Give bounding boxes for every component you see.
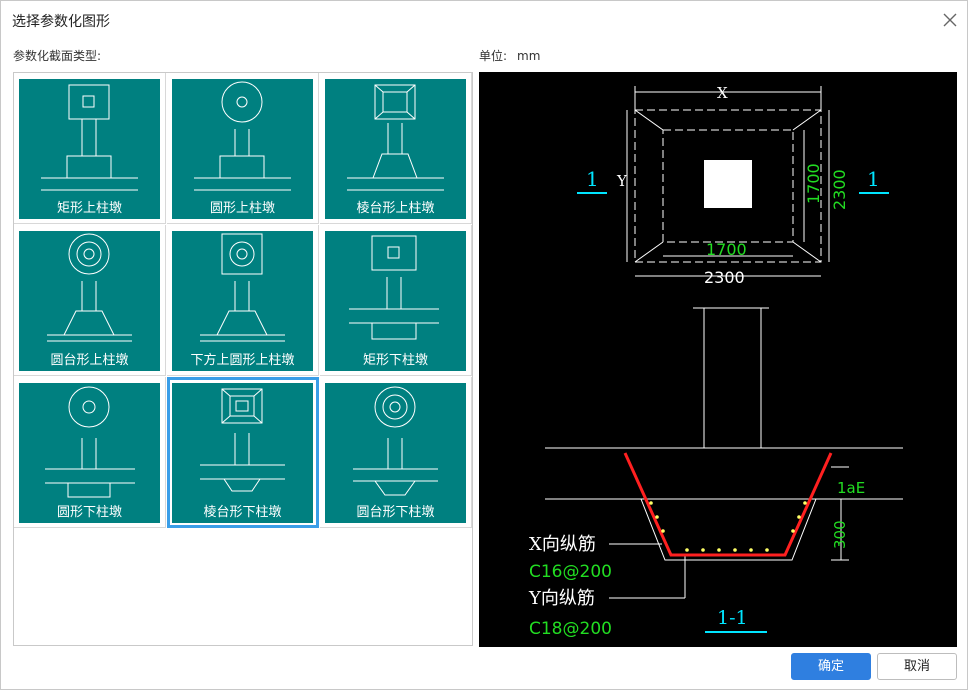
rebar-dots: [649, 501, 807, 552]
shape-label: 圆台形上柱墩: [50, 353, 129, 368]
inner-width-text: 1700: [706, 240, 747, 259]
shape-thumb: 矩形上柱墩: [19, 79, 160, 219]
shape-grid: 矩形上柱墩 圆形上柱墩: [13, 72, 473, 646]
section-mark-right: 1: [867, 167, 880, 191]
shape-thumb: 圆形上柱墩: [172, 79, 313, 219]
conic-lower-pier-icon: [353, 386, 438, 496]
conic-upper-pier-icon: [47, 233, 132, 342]
shape-tile-square-round-upper[interactable]: 下方上圆形上柱墩: [167, 225, 319, 376]
shape-tile-circle-lower[interactable]: 圆形下柱墩: [14, 377, 166, 528]
frustum-lower-pier-icon: [200, 388, 285, 492]
section-mark-left: 1: [586, 167, 599, 191]
shape-label: 圆形上柱墩: [209, 201, 275, 216]
shape-tile-frustum-lower[interactable]: 棱台形下柱墩: [167, 377, 319, 528]
y-rebar-label: Y向纵筋: [528, 588, 595, 609]
shape-thumb: 棱台形上柱墩: [325, 79, 466, 219]
cancel-button[interactable]: 取消: [877, 653, 957, 680]
inner-height-text: 1700: [804, 163, 823, 204]
x-rebar-label: X向纵筋: [529, 534, 596, 555]
shape-thumb: 圆台形下柱墩: [325, 383, 466, 523]
shape-label: 棱台形下柱墩: [203, 505, 282, 520]
shape-thumb: 圆台形上柱墩: [19, 231, 160, 371]
preview-drawing: X Y 1700 2300 1700 2300 1 1: [528, 84, 903, 639]
close-icon[interactable]: [941, 11, 959, 29]
shape-label: 圆形下柱墩: [56, 505, 122, 520]
frustum-upper-pier-icon: [347, 84, 444, 191]
ok-button[interactable]: 确定: [791, 653, 871, 680]
y-rebar-spec: C18@200: [529, 619, 612, 639]
shape-tile-frustum-upper[interactable]: 棱台形上柱墩: [320, 73, 472, 224]
x-rebar-spec: C16@200: [529, 562, 612, 582]
preview-canvas: X Y 1700 2300 1700 2300 1 1: [479, 72, 957, 647]
column-section-block: [704, 160, 752, 208]
shape-label: 棱台形上柱墩: [356, 201, 435, 216]
rect-lower-pier-icon: [349, 235, 439, 340]
lae-text: 1aE: [837, 479, 865, 497]
shape-tile-conic-lower[interactable]: 圆台形下柱墩: [320, 377, 472, 528]
shape-tile-circle-upper[interactable]: 圆形上柱墩: [167, 73, 319, 224]
shape-label: 圆台形下柱墩: [356, 505, 435, 520]
shape-tile-conic-upper[interactable]: 圆台形上柱墩: [14, 225, 166, 376]
shape-label: 矩形下柱墩: [362, 353, 428, 368]
unit-value: mm: [517, 49, 541, 63]
unit-label: 单位: mm: [479, 47, 540, 64]
shape-label: 矩形上柱墩: [56, 201, 122, 216]
square-round-upper-pier-icon: [200, 233, 285, 342]
shape-thumb: 下方上圆形上柱墩: [172, 231, 313, 371]
dim-x-text: X: [717, 84, 728, 102]
shape-thumb: 圆形下柱墩: [19, 383, 160, 523]
rect-upper-pier-icon: [41, 84, 138, 191]
unit-caption: 单位:: [479, 49, 508, 63]
shape-tile-rect-lower[interactable]: 矩形下柱墩: [320, 225, 472, 376]
shape-thumb: 矩形下柱墩: [325, 231, 466, 371]
circle-upper-pier-icon: [194, 81, 291, 191]
dialog-title: 选择参数化图形: [12, 14, 110, 30]
dim-y-text: Y: [616, 172, 628, 190]
depth-text: 300: [831, 520, 849, 549]
circle-lower-pier-icon: [45, 386, 135, 498]
outer-height-text: 2300: [830, 169, 849, 210]
section-type-label: 参数化截面类型:: [13, 49, 102, 63]
shape-thumb: 棱台形下柱墩: [172, 383, 313, 523]
outer-width-text: 2300: [704, 268, 745, 287]
rebar-line: [623, 452, 833, 557]
shape-label: 下方上圆形上柱墩: [190, 353, 295, 368]
section-title-text: 1-1: [717, 607, 748, 629]
shape-tile-rect-upper[interactable]: 矩形上柱墩: [14, 73, 166, 224]
